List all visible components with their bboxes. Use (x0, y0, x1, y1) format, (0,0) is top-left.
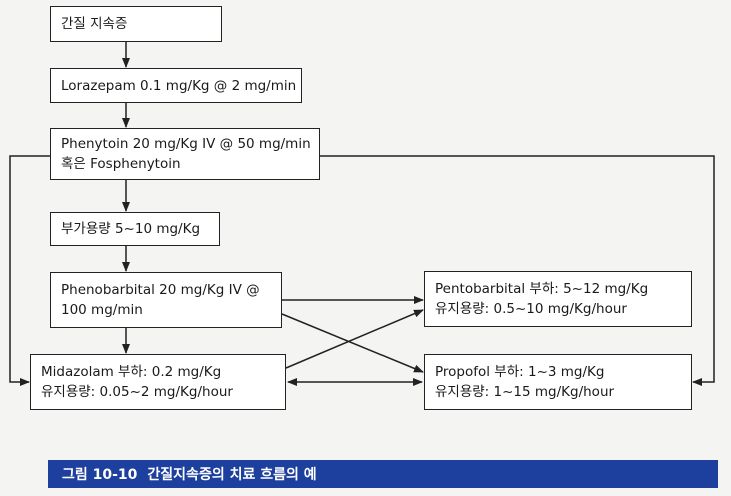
propofol-box: Propofol 부하: 1~3 mg/Kg 유지용량: 1~15 mg/Kg/… (424, 354, 692, 410)
arrow-phenobarbital-to-propofol (281, 313, 424, 373)
additional-dose-text: 부가용량 5~10 mg/Kg (61, 221, 201, 237)
propofol-text-line1: Propofol 부하: 1~3 mg/Kg (435, 364, 605, 380)
additional-dose-box: 부가용량 5~10 mg/Kg (50, 212, 220, 246)
midazolam-text-line1: Midazolam 부하: 0.2 mg/Kg (41, 364, 222, 380)
lorazepam-text: Lorazepam 0.1 mg/Kg @ 2 mg/min (61, 77, 297, 94)
midazolam-box: Midazolam 부하: 0.2 mg/Kg 유지용량: 0.05~2 mg/… (30, 354, 286, 410)
midazolam-text-line2: 유지용량: 0.05~2 mg/Kg/hour (41, 384, 233, 400)
figure-number: 그림 10-10 (62, 467, 138, 483)
lorazepam-box: Lorazepam 0.1 mg/Kg @ 2 mg/min (50, 68, 302, 103)
phenobarbital-text-line2: 100 mg/min (61, 302, 143, 318)
pentobarbital-box: Pentobarbital 부하: 5~12 mg/Kg 유지용량: 0.5~1… (424, 271, 692, 327)
phenytoin-text-line2: 혹은 Fosphenytoin (61, 156, 181, 172)
phenytoin-text-line1: Phenytoin 20 mg/Kg IV @ 50 mg/min (61, 136, 311, 152)
phenobarbital-text-line1: Phenobarbital 20 mg/Kg IV @ (61, 282, 260, 298)
pentobarbital-text-line1: Pentobarbital 부하: 5~12 mg/Kg (435, 281, 649, 297)
arrow-phenytoin-bypass-to-midazolam (9, 155, 50, 386)
figure-title: 간질지속증의 치료 흐름의 예 (147, 467, 317, 483)
status-epilepticus-box: 간질 지속증 (50, 6, 222, 42)
status-epilepticus-text: 간질 지속증 (61, 16, 128, 32)
figure-caption: 그림 10-10 간질지속증의 치료 흐름의 예 (48, 460, 718, 488)
phenytoin-box: Phenytoin 20 mg/Kg IV @ 50 mg/min 혹은 Fos… (50, 128, 320, 180)
arrow-midazolam-to-pentobarbital (285, 309, 424, 369)
propofol-text-line2: 유지용량: 1~15 mg/Kg/hour (435, 384, 615, 400)
phenobarbital-box: Phenobarbital 20 mg/Kg IV @ 100 mg/min (50, 272, 282, 328)
arrow-phenytoin-bypass-to-propofol (320, 155, 715, 386)
pentobarbital-text-line2: 유지용량: 0.5~10 mg/Kg/hour (435, 301, 627, 317)
